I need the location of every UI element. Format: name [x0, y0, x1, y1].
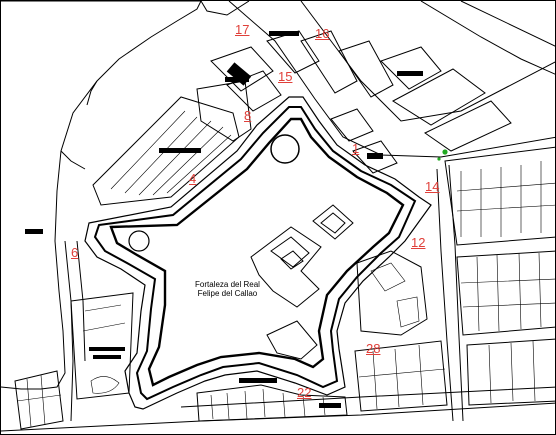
- label-8: 8: [244, 108, 252, 123]
- sw-garden-inner: [82, 304, 126, 394]
- fortress-outer-wall: [84, 96, 432, 410]
- coastline: [1, 1, 202, 390]
- building-markers: [25, 31, 423, 408]
- east-block-2-lines: [460, 252, 555, 332]
- town-block-4: [330, 108, 398, 174]
- east-block-3-lines: [488, 340, 536, 404]
- nw-garden: [196, 80, 252, 142]
- sw-garden: [70, 292, 134, 400]
- east-avenue: [436, 164, 464, 422]
- east-block-2: [456, 250, 555, 336]
- inner-building-a: [250, 226, 322, 308]
- fortress-name: Fortaleza del Real Felipe del Callao: [195, 280, 260, 298]
- fortress-name-line-2: Felipe del Callao: [197, 289, 258, 298]
- south-road: [1, 386, 555, 432]
- label-17: 17: [235, 22, 250, 37]
- sea-edge: [60, 80, 98, 170]
- sw-block-1: [14, 370, 64, 430]
- se-block-2: [354, 340, 448, 412]
- shore-inner-line: [200, 1, 250, 16]
- fortress-inner-wall: [109, 117, 405, 387]
- inner-building-d: [266, 320, 318, 360]
- sw-block-1-lines: [16, 374, 62, 428]
- ravelin-left-hatch: [110, 110, 232, 196]
- label-15: 15: [278, 69, 293, 84]
- se-block-1: [356, 250, 428, 336]
- town-block-2: [338, 40, 442, 98]
- street-ne: [228, 1, 555, 158]
- street-ne-2: [420, 1, 555, 75]
- label-1: 1: [352, 141, 360, 156]
- label-22: 22: [297, 385, 312, 400]
- label-12: 12: [411, 235, 426, 250]
- west-road: [64, 240, 86, 422]
- inner-building-c: [312, 204, 354, 240]
- east-block-1-lines: [456, 161, 555, 237]
- fortress-middle-wall: [93, 106, 417, 401]
- town-block-3: [392, 68, 512, 152]
- label-28: 28: [366, 341, 381, 356]
- east-block-3: [466, 338, 555, 406]
- label-14: 14: [425, 179, 440, 194]
- se-block-1-inner: [370, 262, 420, 328]
- round-tower: [270, 134, 300, 164]
- label-16: 16: [315, 26, 330, 41]
- inner-building-b: [270, 236, 310, 270]
- label-4: 4: [189, 171, 197, 186]
- south-block: [196, 384, 348, 422]
- label-6: 6: [71, 245, 79, 260]
- small-round-tower: [128, 230, 150, 252]
- south-block-lines: [210, 388, 326, 420]
- fortress-name-line-1: Fortaleza del Real: [195, 280, 260, 289]
- se-block-2-lines: [358, 344, 446, 410]
- east-block-1: [444, 146, 555, 246]
- green-markers: [437, 149, 448, 161]
